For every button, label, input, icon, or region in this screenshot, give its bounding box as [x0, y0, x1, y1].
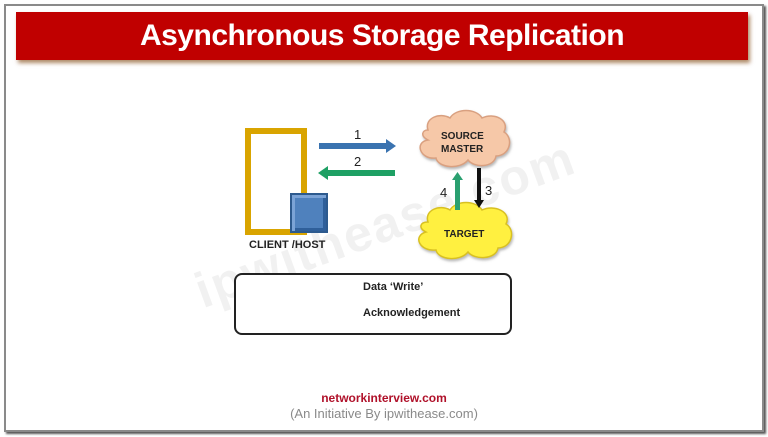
arrow-2-label: 2 — [354, 154, 362, 169]
arrow-3-icon — [474, 168, 484, 208]
page-title: Asynchronous Storage Replication — [139, 19, 625, 52]
arrow-3-label: 3 — [485, 183, 493, 198]
legend-ack-label: Acknowledgement — [363, 307, 461, 319]
legend-write-label: Data ‘Write’ — [363, 281, 424, 293]
footer-site: networkinterview.com — [321, 391, 447, 405]
arrow-2-icon — [318, 166, 395, 180]
footer-initiative: (An Initiative By ipwithease.com) — [290, 406, 478, 421]
arrow-1-icon — [319, 139, 396, 153]
source-label-line1: SOURCE — [441, 131, 484, 142]
slide-frame — [4, 4, 764, 432]
client-host-icon — [290, 193, 328, 233]
arrow-4-icon — [452, 172, 463, 210]
target-label: TARGET — [444, 229, 485, 240]
legend-box — [234, 273, 512, 335]
arrow-1-label: 1 — [354, 127, 362, 142]
source-label-line2: MASTER — [441, 144, 484, 155]
title-banner: Asynchronous Storage Replication — [16, 12, 748, 60]
arrow-4-label: 4 — [440, 185, 448, 200]
source-master-cloud — [419, 109, 511, 168]
client-host-label: CLIENT /HOST — [249, 239, 326, 251]
